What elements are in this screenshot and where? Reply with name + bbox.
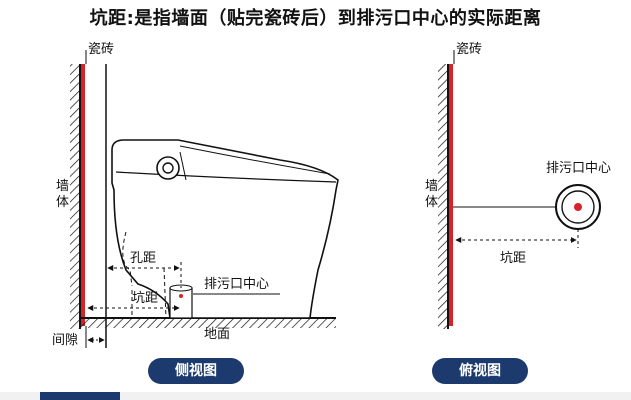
- side-drain-pipe: [169, 287, 193, 319]
- top-pit-distance-label: 坑距: [500, 251, 526, 266]
- side-tile-label: 瓷砖: [88, 42, 114, 57]
- top-wall-label-top: 墙: [425, 179, 438, 194]
- gap-label: 间隙: [52, 333, 78, 348]
- side-view-label: 侧视图: [148, 358, 244, 384]
- side-drain-center-dot: [179, 294, 183, 298]
- side-tile-layer: [81, 64, 85, 326]
- top-tile-layer: [449, 64, 453, 326]
- toilet-body: [111, 139, 339, 319]
- top-tile-label: 瓷砖: [456, 42, 482, 57]
- top-view-label: 俯视图: [432, 358, 528, 384]
- toilet-lid-line: [179, 145, 331, 175]
- bottom-strip-accent: [40, 392, 120, 400]
- diagram-title: 坑距:是指墙面（贴完瓷砖后）到排污口中心的实际距离: [89, 8, 542, 29]
- top-drain-center-label: 排污口中心: [546, 161, 611, 176]
- top-wall-label-bottom: 体: [425, 195, 438, 210]
- side-wall-hatch: [70, 64, 80, 329]
- side-pit-distance-label: 坑距: [132, 291, 158, 306]
- side-floor-hatch: [80, 318, 336, 328]
- top-view: 瓷砖 墙 体 排污口中心 坑距: [425, 42, 611, 329]
- top-wall-hatch: [438, 64, 448, 329]
- toilet-seat-line: [115, 171, 337, 183]
- toilet-trap-dashed: [122, 231, 167, 319]
- side-view: 瓷砖 墙 体 孔距 坑距 排污口中心: [52, 42, 339, 348]
- floor-label: 地面: [204, 327, 230, 342]
- bottom-strip: [0, 392, 631, 400]
- side-drain-center-label: 排污口中心: [204, 277, 269, 292]
- hole-distance-label: 孔距: [130, 251, 156, 266]
- side-wall-label-bottom: 体: [56, 195, 69, 210]
- side-wall-label-top: 墙: [56, 179, 69, 194]
- top-drain-center-dot: [574, 203, 582, 211]
